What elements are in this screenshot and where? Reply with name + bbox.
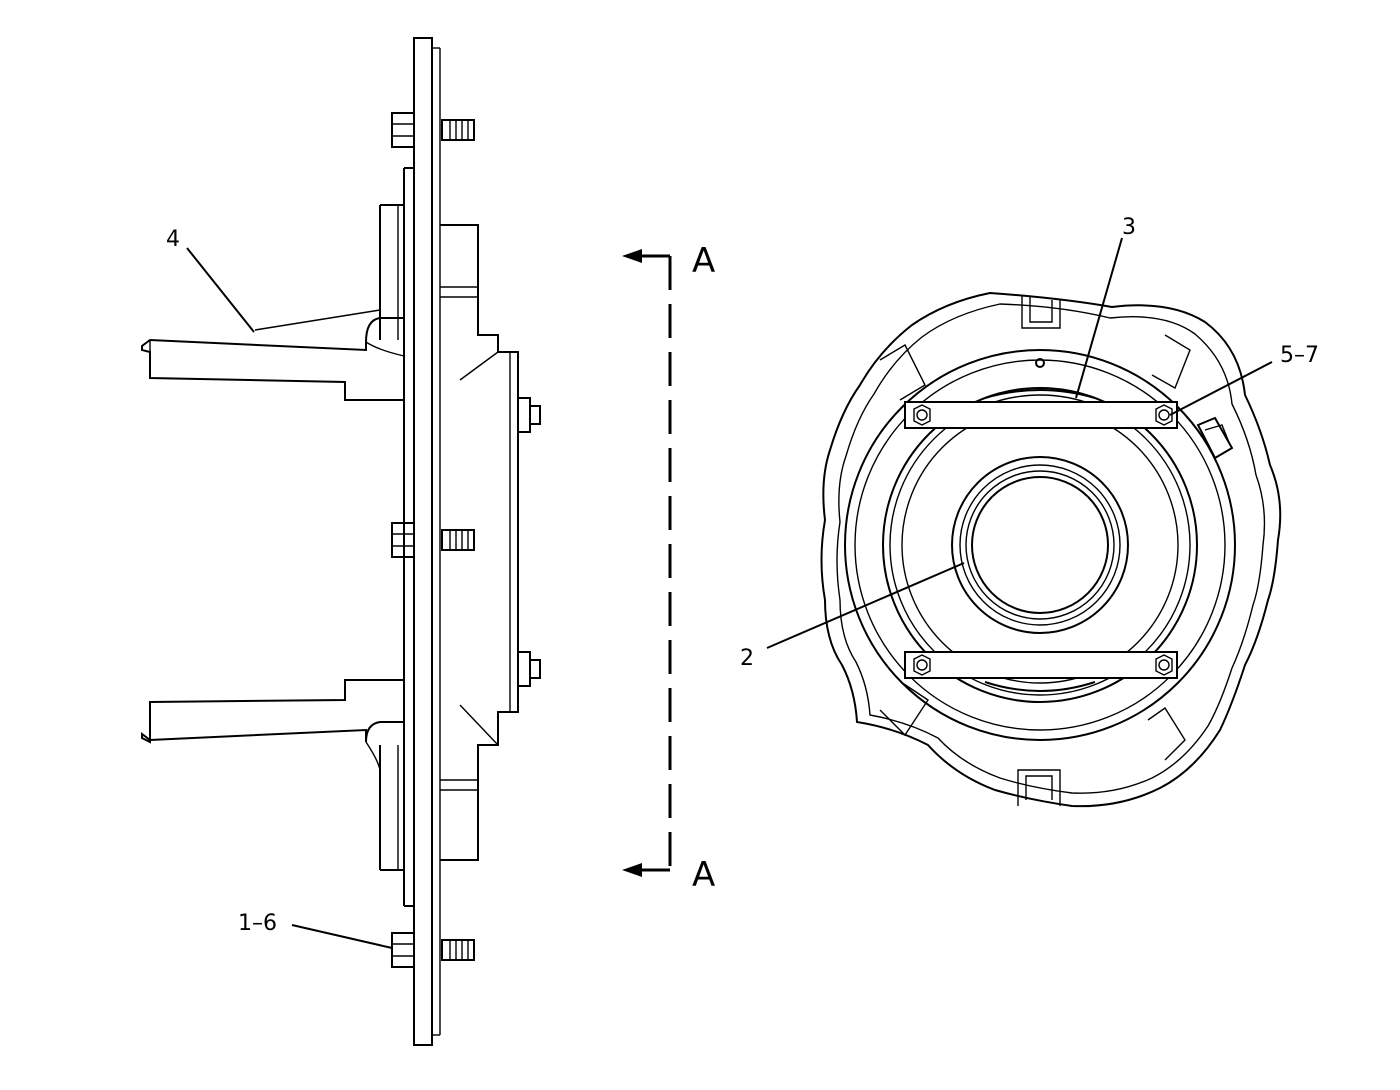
callout-2: 2 <box>740 646 754 671</box>
bolt-middle <box>391 522 475 558</box>
callout-1-6: 1–6 <box>238 911 277 936</box>
boss-nut-lower <box>517 651 541 687</box>
lower-arm <box>141 679 404 744</box>
side-fitting <box>1196 416 1234 460</box>
boss <box>440 224 519 861</box>
section-line: A A <box>622 241 715 895</box>
section-label-top: A <box>692 241 715 281</box>
upper-arm <box>141 317 404 401</box>
strap-bar-top <box>904 401 1178 429</box>
side-view: 4 1–6 <box>141 37 541 1046</box>
callout-3: 3 <box>1122 215 1136 240</box>
bolt-top <box>391 112 475 148</box>
section-arrow-bottom-icon <box>622 863 642 877</box>
bore <box>971 476 1109 614</box>
bolt-bottom <box>391 932 475 968</box>
seal-ring <box>882 387 1198 703</box>
flange-outer <box>844 349 1236 741</box>
callout-5-7: 5–7 <box>1280 343 1319 368</box>
leader-5-7 <box>1169 361 1273 416</box>
section-arrow-top-icon <box>622 249 642 263</box>
front-view: 3 5–7 2 <box>740 215 1319 808</box>
housing-outline <box>820 291 1282 808</box>
mounting-plate <box>413 37 433 1046</box>
leader-2 <box>766 562 965 649</box>
section-label-bottom: A <box>692 855 715 895</box>
oil-hole <box>1035 358 1045 368</box>
leader-4 <box>186 247 255 333</box>
leader-3 <box>1075 237 1123 399</box>
bearing-outer <box>951 456 1129 634</box>
boss-nut-upper <box>517 397 541 433</box>
strap-bar-bottom <box>904 651 1178 679</box>
leader-1-6 <box>291 924 393 949</box>
callout-4: 4 <box>166 227 180 252</box>
